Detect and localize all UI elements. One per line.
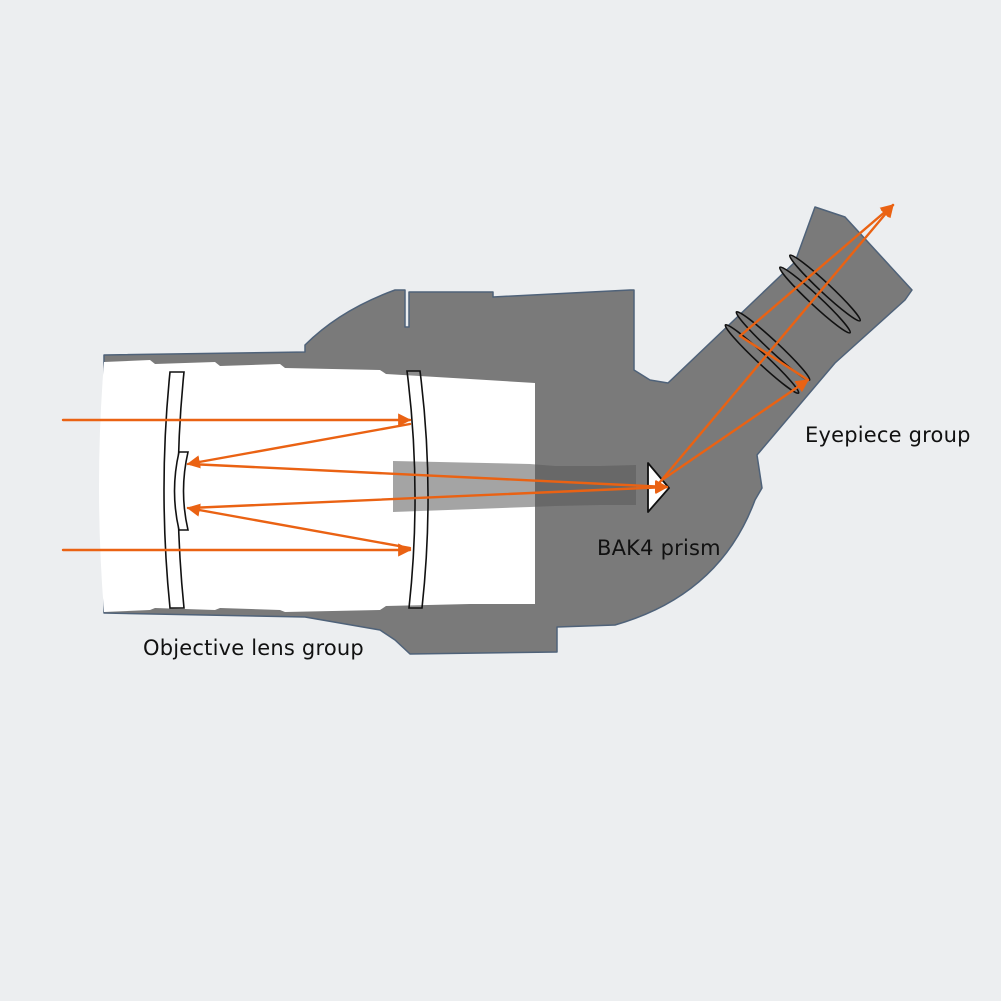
ray-eyepiece-b <box>660 378 810 482</box>
ray-eyepiece-a <box>658 203 895 484</box>
objective-secondary-lens <box>406 370 429 609</box>
ray-reflect-top <box>186 422 412 469</box>
bak4-prism-label: BAK4 prism <box>597 536 721 560</box>
eyepiece-lens-2 <box>778 266 852 334</box>
objective-small-lens <box>173 451 190 531</box>
ray-eyepiece-d <box>738 203 895 338</box>
eyepiece-group-label: Eyepiece group <box>805 423 971 447</box>
light-cone <box>393 461 636 512</box>
ray-secondary-top <box>188 462 669 494</box>
ray-secondary-bottom <box>188 480 669 510</box>
ray-reflect-bottom <box>186 503 412 550</box>
objective-lens-group-label: Objective lens group <box>143 636 364 660</box>
ray-eyepiece-c <box>738 334 810 382</box>
